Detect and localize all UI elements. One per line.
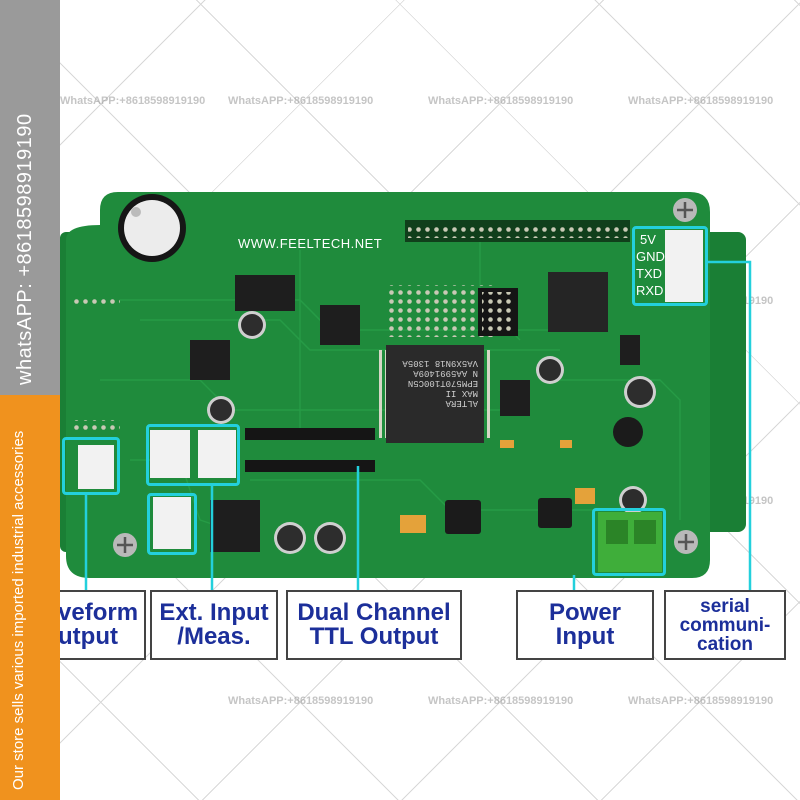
label-line: Dual Channel (297, 599, 451, 626)
watermark: WhatsAPP:+8618598919190 (228, 695, 374, 707)
label-line: veform (58, 599, 139, 626)
pin-label-gnd: GND (636, 249, 665, 264)
watermark: WhatsAPP:+8618598919190 (628, 95, 774, 107)
sidebar-store-text: Our store sells various imported industr… (10, 430, 27, 790)
sidebar-phone-text: whatsAPP: +8618598919190 (14, 113, 36, 385)
board-tab-right (700, 232, 746, 532)
label-line: Input (555, 623, 615, 650)
sidebar-gray-panel (0, 0, 60, 395)
pin-label-txd: TXD (636, 266, 662, 281)
screw-top-right (673, 198, 697, 222)
chip-line: MAX II (445, 388, 478, 398)
highlight-serial-connector (632, 226, 708, 306)
screw-bottom-right (674, 530, 698, 554)
watermark: WhatsAPP:+8618598919190 (60, 95, 206, 107)
watermark: WhatsAPP:+8618598919190 (428, 695, 574, 707)
pin-label-rxd: RXD (636, 283, 664, 298)
label-line: /Meas. (177, 623, 251, 650)
pin-label-5v: 5V (640, 232, 656, 247)
highlight-ext-input-connectors (146, 424, 240, 486)
label-line: utput (58, 623, 118, 650)
chip-line: ALTERA (445, 398, 478, 408)
chip-line: VA5X9N18 1305A (402, 358, 478, 368)
label-line: serial (700, 595, 750, 617)
watermark: WhatsAPP:+8618598919190 (428, 95, 574, 107)
label-line: Power (548, 599, 622, 626)
chip-line: EPM570T100C5N (407, 378, 478, 388)
label-line: TTL Output (309, 623, 439, 650)
label-line: Ext. Input (159, 599, 269, 626)
watermark: WhatsAPP:+8618598919190 (628, 695, 774, 707)
label-ext-input: Ext. Input/Meas. (150, 590, 278, 660)
fpga-chip-marking: ALTERA MAX II EPM570T100C5N N AA5991409A… (392, 358, 478, 408)
highlight-ttl-connector (147, 493, 197, 555)
promo-sidebar: whatsAPP: +8618598919190 Our store sells… (0, 0, 60, 800)
label-line: communi- (679, 614, 771, 636)
highlight-waveform-connector (62, 437, 120, 495)
board-website-text: WWW.FEELTECH.NET (238, 236, 383, 251)
chip-line: N AA5991409A (413, 368, 478, 378)
highlight-power-terminal (592, 508, 666, 576)
watermark: WhatsAPP:+8618598919190 (228, 95, 374, 107)
sidebar-orange-panel (0, 395, 60, 800)
label-line: cation (697, 633, 753, 655)
screw-bottom-left (113, 533, 137, 557)
